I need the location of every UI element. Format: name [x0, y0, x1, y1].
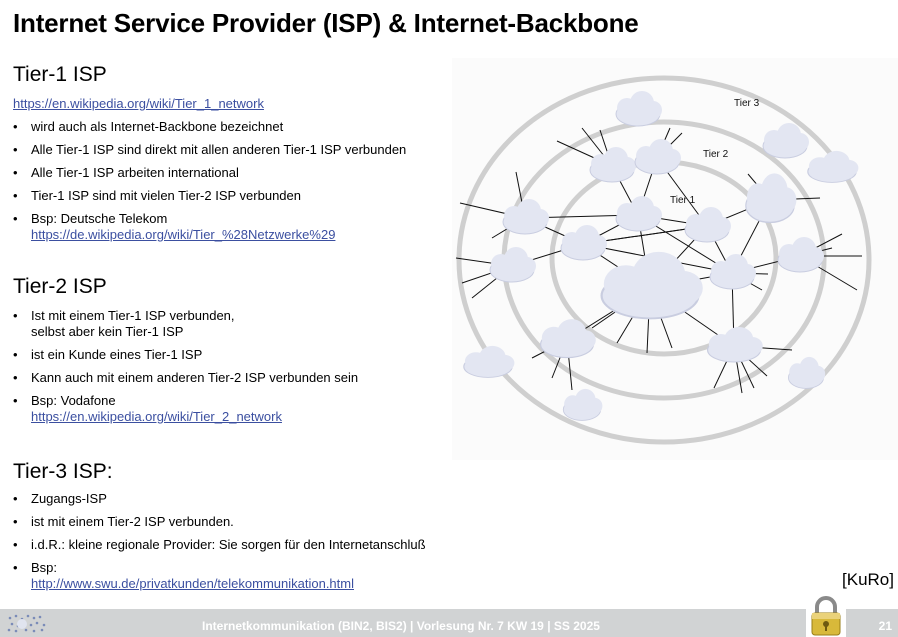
lock-icon: [806, 594, 846, 637]
footer-bar: Internetkommunikation (BIN2, BIS2) | Vor…: [0, 609, 898, 637]
tier3-example: Bsp:: [31, 560, 58, 575]
source-credit: [KuRo]: [842, 570, 894, 589]
tier2-bullet-list: Ist mit einem Tier-1 ISP verbunden, selb…: [13, 308, 443, 432]
tier3-bullet: Zugangs-ISP: [13, 491, 443, 507]
tier3-heading: Tier-3 ISP:: [13, 460, 113, 483]
tier2-bullet-line: Ist mit einem Tier-1 ISP verbunden,: [31, 308, 235, 323]
footer-text: Internetkommunikation (BIN2, BIS2) | Vor…: [202, 619, 600, 633]
tier1-bullet-list: wird auch als Internet-Backbone bezeichn…: [13, 119, 443, 250]
tier3-example-link[interactable]: http://www.swu.de/privatkunden/telekommu…: [31, 576, 354, 591]
tier3-bullet-list: Zugangs-ISP ist mit einem Tier-2 ISP ver…: [13, 491, 443, 599]
tier2-example-link[interactable]: https://en.wikipedia.org/wiki/Tier_2_net…: [31, 409, 282, 424]
tier1-heading: Tier-1 ISP: [13, 63, 107, 86]
tier1-wiki-link[interactable]: https://en.wikipedia.org/wiki/Tier_1_net…: [13, 96, 264, 111]
tier1-bullet: Tier-1 ISP sind mit vielen Tier-2 ISP ve…: [13, 188, 443, 204]
tier1-example: Bsp: Deutsche Telekom: [31, 211, 168, 226]
tier3-bullet: i.d.R.: kleine regionale Provider: Sie s…: [13, 537, 443, 553]
tier3-ring: [456, 75, 872, 445]
tier1-label: Tier 1: [670, 195, 696, 206]
tier2-heading: Tier-2 ISP: [13, 275, 107, 298]
tier2-example: Bsp: Vodafone: [31, 393, 116, 408]
tier1-bullet: Alle Tier-1 ISP arbeiten international: [13, 165, 443, 181]
tier1-bullet: Alle Tier-1 ISP sind direkt mit allen an…: [13, 142, 443, 158]
tier2-bullet: Ist mit einem Tier-1 ISP verbunden, selb…: [13, 308, 443, 340]
page-number: 21: [878, 619, 892, 633]
tier1-example-item: Bsp: Deutsche Telekom https://de.wikiped…: [13, 211, 443, 243]
tier1-bullet: wird auch als Internet-Backbone bezeichn…: [13, 119, 443, 135]
university-logo-icon: [7, 614, 46, 633]
tier2-example-item: Bsp: Vodafone https://en.wikipedia.org/w…: [13, 393, 443, 425]
slide-title: Internet Service Provider (ISP) & Intern…: [13, 8, 639, 38]
tier3-label: Tier 3: [734, 98, 760, 109]
tier2-label: Tier 2: [703, 149, 729, 160]
isp-tier-diagram: Tier 1 Tier 2 Tier 3: [452, 58, 898, 460]
tier2-bullet: Kann auch mit einem anderen Tier-2 ISP v…: [13, 370, 443, 386]
tier2-bullet: ist ein Kunde eines Tier-1 ISP: [13, 347, 443, 363]
tier3-bullet: ist mit einem Tier-2 ISP verbunden.: [13, 514, 443, 530]
tier2-bullet-line: selbst aber kein Tier-1 ISP: [31, 324, 184, 339]
tier3-example-item: Bsp: http://www.swu.de/privatkunden/tele…: [13, 560, 443, 592]
tier1-example-link[interactable]: https://de.wikipedia.org/wiki/Tier_%28Ne…: [31, 227, 336, 242]
